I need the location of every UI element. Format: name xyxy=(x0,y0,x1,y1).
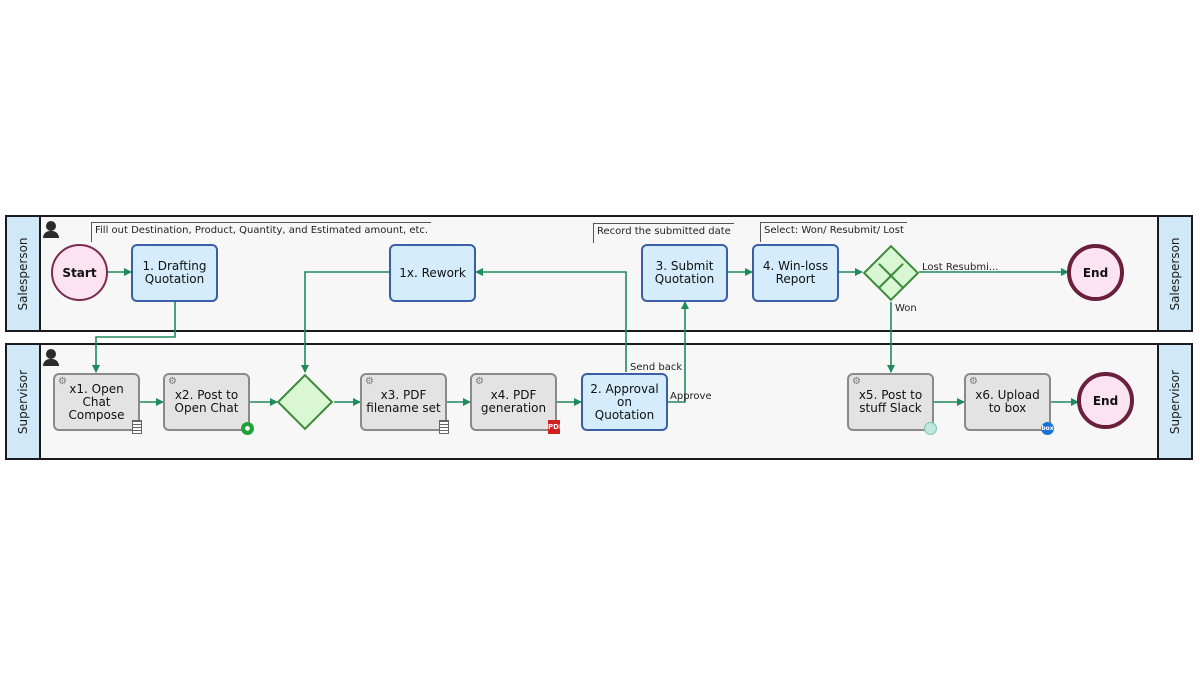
person-icon xyxy=(43,221,59,238)
note-record-date: Record the submitted date xyxy=(593,223,734,243)
note-fill-out: Fill out Destination, Product, Quantity,… xyxy=(91,222,432,242)
flow-label-won: Won xyxy=(895,303,917,314)
task-submit-quotation[interactable]: 3. Submit Quotation xyxy=(641,244,728,302)
chat-icon: ● xyxy=(241,422,254,435)
lane-label-right-supervisor: Supervisor xyxy=(1157,345,1191,458)
flow-label-send-back: Send back xyxy=(630,362,683,373)
gear-icon: ⚙ xyxy=(58,376,67,387)
flow-label-lost-resubmit: Lost Resubmi... xyxy=(922,262,999,273)
lane-label-left-salesperson: Salesperson xyxy=(7,217,41,330)
task-drafting-quotation[interactable]: 1. Drafting Quotation xyxy=(131,244,218,302)
task-rework[interactable]: 1x. Rework xyxy=(389,244,476,302)
task-win-loss-report[interactable]: 4. Win-loss Report xyxy=(752,244,839,302)
start-event[interactable]: Start xyxy=(51,244,108,301)
flow-label-approve: Approve xyxy=(670,391,712,402)
task-post-to-stuff-slack[interactable]: ⚙ x5. Post to stuff Slack xyxy=(847,373,937,435)
task-upload-to-box[interactable]: ⚙ x6. Upload to box box xyxy=(964,373,1054,435)
task-approval-on-quotation[interactable]: 2. Approval on Quotation xyxy=(581,373,668,431)
box-icon: box xyxy=(1041,422,1054,435)
gear-icon: ⚙ xyxy=(475,376,484,387)
end-event-supervisor[interactable]: End xyxy=(1077,372,1134,429)
end-event-salesperson[interactable]: End xyxy=(1067,244,1124,301)
lane-label-left-supervisor: Supervisor xyxy=(7,345,41,458)
gear-icon: ⚙ xyxy=(365,376,374,387)
calculator-icon xyxy=(132,420,142,434)
task-post-to-open-chat[interactable]: ⚙ x2. Post to Open Chat ● xyxy=(163,373,254,435)
lane-label-right-salesperson: Salesperson xyxy=(1157,217,1191,330)
task-pdf-filename-set[interactable]: ⚙ x3. PDF filename set xyxy=(360,373,449,434)
person-icon xyxy=(43,349,59,366)
pdf-icon: PDF xyxy=(548,420,564,434)
note-select-result: Select: Won/ Resubmit/ Lost xyxy=(760,222,907,242)
gear-icon: ⚙ xyxy=(852,376,861,387)
gear-icon: ⚙ xyxy=(969,376,978,387)
task-open-chat-compose[interactable]: ⚙ x1. Open Chat Compose xyxy=(53,373,142,434)
gear-icon: ⚙ xyxy=(168,376,177,387)
task-pdf-generation[interactable]: ⚙ x4. PDF generation PDF xyxy=(470,373,564,434)
slack-icon xyxy=(924,422,937,435)
calculator-icon xyxy=(439,420,449,434)
